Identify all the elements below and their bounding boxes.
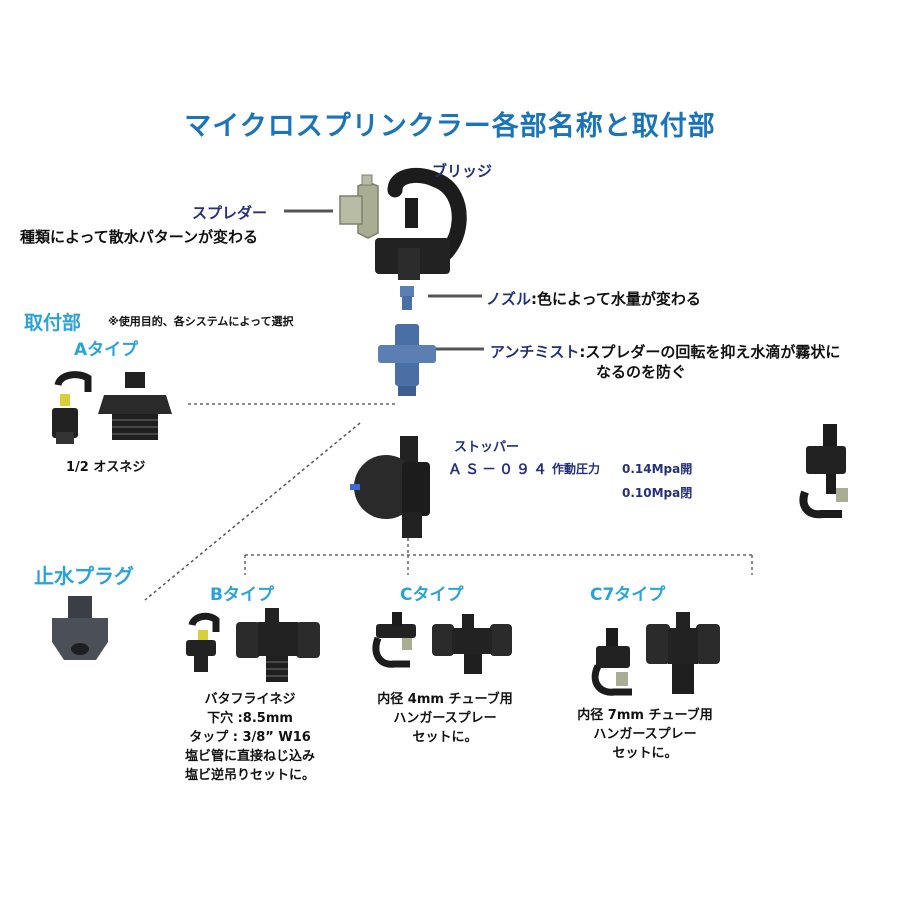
nozzle-callout: ノズル :色によって水量が変わる: [486, 288, 701, 309]
bridge-part: [375, 175, 459, 280]
assembled-sprinkler-image: [804, 424, 848, 514]
type-c7-description: 内径 7mm チューブ用 ハンガースプレー セットに。: [550, 706, 740, 763]
bridge-label: ブリッジ: [432, 160, 492, 181]
type-b-line: 塩ビ管に直接ねじ込み: [160, 747, 340, 766]
type-b-line: タップ : 3/8” W16: [160, 728, 340, 747]
nozzle-label: ノズル: [486, 288, 531, 309]
antimist-label: アンチミスト: [490, 341, 579, 362]
type-c7-image: [595, 612, 720, 694]
type-c-line: ハンガースプレー: [350, 709, 540, 728]
antimist-part: [378, 324, 436, 396]
stopper-open-pressure: 0.14Mpa開: [622, 460, 692, 477]
nozzle-description: :色によって水量が変わる: [531, 288, 701, 309]
type-b-label: Bタイプ: [210, 580, 274, 605]
nozzle-part: [400, 286, 414, 310]
stopper-model: ＡＳ－０９４: [448, 459, 550, 479]
antimist-description-2: なるのを防ぐ: [596, 361, 686, 382]
type-c7-line: 内径 7mm チューブ用: [550, 706, 740, 725]
type-a-caption: 1/2 オスネジ: [66, 456, 145, 475]
antimist-description-1: :スプレダーの回転を抑え水滴が霧状に: [579, 341, 840, 362]
type-b-image: [186, 608, 320, 682]
type-b-description: バタフライネジ 下穴 :8.5mm タップ : 3/8” W16 塩ビ管に直接ね…: [160, 690, 340, 785]
type-a-image: [52, 372, 172, 444]
type-c-description: 内径 4mm チューブ用 ハンガースプレー セットに。: [350, 690, 540, 747]
type-b-line: 下穴 :8.5mm: [160, 709, 340, 728]
stopper-part: [350, 436, 430, 538]
spreader-part: [340, 175, 378, 238]
type-c-image: [376, 612, 512, 674]
mounting-note: ※使用目的、各システムによって選択: [108, 313, 293, 329]
mounting-heading: 取付部: [24, 308, 81, 335]
type-c7-line: ハンガースプレー: [550, 725, 740, 744]
stopper-label: ストッパー: [454, 436, 519, 455]
spreader-label: スプレダー: [192, 202, 267, 223]
plug-label: 止水プラグ: [34, 560, 134, 589]
type-c7-label: C7タイプ: [590, 580, 665, 605]
type-c-label: Cタイプ: [400, 580, 463, 605]
spreader-description: 種類によって散水パターンが変わる: [20, 226, 258, 247]
type-c7-line: セットに。: [550, 744, 740, 763]
type-b-line: バタフライネジ: [160, 690, 340, 709]
type-c-line: 内径 4mm チューブ用: [350, 690, 540, 709]
type-b-line: 塩ビ逆吊りセットに。: [160, 766, 340, 785]
connector-plug: [145, 423, 360, 600]
plug-image: [52, 596, 108, 660]
antimist-callout: アンチミスト :スプレダーの回転を抑え水滴が霧状に: [490, 341, 840, 362]
type-c-line: セットに。: [350, 728, 540, 747]
type-a-label: Aタイプ: [74, 335, 138, 360]
stopper-close-pressure: 0.10Mpa閉: [622, 484, 692, 501]
stopper-pressure-label: 作動圧力: [552, 460, 600, 477]
